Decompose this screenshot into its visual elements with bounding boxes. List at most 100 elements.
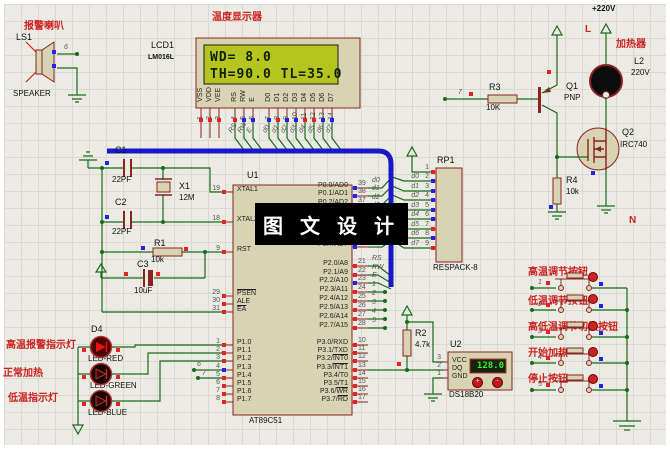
speaker-cone xyxy=(41,41,55,83)
r4-ref: R4 xyxy=(566,175,578,185)
mcu-pin-state xyxy=(353,264,357,268)
mcu-pin-number: 6 xyxy=(216,379,220,386)
lcd-part: LM016L xyxy=(148,54,175,61)
mcu-pin-name: P2.5/A13 xyxy=(319,304,348,311)
respack-net-label: d1 xyxy=(411,183,419,190)
button-actuator-5[interactable] xyxy=(588,374,598,384)
mcu-pin-name: P3.5/T1 xyxy=(323,380,348,387)
push-button-5[interactable] xyxy=(554,374,598,399)
state-square xyxy=(397,362,401,366)
c2-val: 22PF xyxy=(112,227,132,236)
sensor-pin-name: VCC xyxy=(452,357,467,364)
mcu-pin-number: 4 xyxy=(216,363,220,370)
r3-ref: R3 xyxy=(489,82,501,92)
junction-dot xyxy=(100,166,104,170)
state-square xyxy=(52,50,56,54)
mcu-net-label: d1 xyxy=(372,185,380,192)
mcu-pin-state xyxy=(222,190,226,194)
mcu-pin-number: 15 xyxy=(358,378,366,385)
lcd-pin-name: D7 xyxy=(328,92,336,102)
push-button-4[interactable] xyxy=(554,347,598,372)
mcu-pin-number: 28 xyxy=(358,320,366,327)
junction-dot xyxy=(443,97,447,101)
button-actuator-4[interactable] xyxy=(588,347,598,357)
led-group-ref: D4 xyxy=(91,324,103,334)
mcu-pin-state xyxy=(353,368,357,372)
mcu-pin-name: P1.2 xyxy=(237,355,252,362)
mcu-pin-state xyxy=(222,302,226,306)
mcu-pin-state xyxy=(353,245,357,249)
mcu-pin-name: P1.6 xyxy=(237,388,252,395)
mcu-pin-name: P3.0/RXD xyxy=(316,339,348,346)
mcu-pin-number: 13 xyxy=(358,362,366,369)
respack-pin-number: 2 xyxy=(425,173,429,180)
mcu-pin-state xyxy=(222,368,226,372)
power-arrow-r2 xyxy=(400,304,414,316)
button-actuator-2[interactable] xyxy=(588,294,598,304)
speaker-annotation: 报警喇叭 xyxy=(24,21,64,32)
sensor-decrement-button[interactable]: - xyxy=(492,377,503,388)
mcu-pin-name: P1.5 xyxy=(237,380,252,387)
lcd-pin-name: D2 xyxy=(283,92,291,102)
mcu-pin-state xyxy=(353,359,357,363)
lcd-pin-name: D1 xyxy=(274,92,282,102)
mcu-pin-number: 27 xyxy=(358,311,366,318)
mcu-pin-number: 39 xyxy=(358,180,366,187)
r3-val: 10K xyxy=(486,103,501,112)
mcu-net-label: E xyxy=(372,272,377,279)
mcu-pin-number: 2 xyxy=(216,346,220,353)
l2-ref: L2 xyxy=(634,56,645,66)
wire-p2-control xyxy=(368,265,392,329)
mcu-net-label: 1 xyxy=(372,281,376,288)
button-actuator-1[interactable] xyxy=(588,272,598,282)
sensor-increment-button[interactable]: + xyxy=(472,377,483,388)
r4-val: 10k xyxy=(566,187,579,196)
respack-pin-number: 8 xyxy=(425,230,429,237)
lcd-pin-state xyxy=(267,118,271,122)
junction-dot xyxy=(161,220,165,224)
led-indicator-label: 高温报警指示灯 xyxy=(6,340,76,351)
led-state xyxy=(116,402,120,406)
button-net-label: 3 xyxy=(538,328,542,335)
lcd-pin-state xyxy=(199,118,203,122)
push-button-1[interactable] xyxy=(554,272,598,297)
mcu-pin-state xyxy=(222,351,226,355)
mcu-pin-number: 31 xyxy=(212,305,220,312)
wire-speaker xyxy=(57,53,78,95)
mcu-pin-name: P3.6/WR xyxy=(319,388,348,395)
led-part-name: LED-GREEN xyxy=(90,381,137,390)
mcu-pin-state xyxy=(353,308,357,312)
push-button-2[interactable] xyxy=(554,294,598,319)
c1-ref: C1 xyxy=(115,145,127,155)
led-blue-icon xyxy=(89,389,113,418)
lcd-pin-name: RS xyxy=(231,92,239,102)
mcu-pin-number: 5 xyxy=(216,371,220,378)
lcd-pin-state xyxy=(242,118,246,122)
mcu-pin-number: 21 xyxy=(358,258,366,265)
mcu-pin-number: 24 xyxy=(358,284,366,291)
button-net-label: 5 xyxy=(538,381,542,388)
mcu-pin-number: 30 xyxy=(212,297,220,304)
net-label-speaker: 6 xyxy=(64,44,68,51)
respack-pin-state xyxy=(431,170,435,174)
lcd-pin-name: D0 xyxy=(265,92,273,102)
wire-respack-pullup xyxy=(411,156,431,173)
state-square xyxy=(52,64,56,68)
respack-net-label: d0 xyxy=(411,173,419,180)
respack-pin-number: 3 xyxy=(425,183,429,190)
sensor-pin-name: GND xyxy=(452,373,468,380)
respack-pin-state xyxy=(431,208,435,212)
mcu-pin-name: P2.2/A10 xyxy=(319,277,348,284)
mcu-pin-state xyxy=(222,250,226,254)
bjt-base-bar xyxy=(538,87,541,113)
button-actuator-3[interactable] xyxy=(588,321,598,331)
mcu-pin-state xyxy=(353,343,357,347)
button-net-label: 1 xyxy=(538,279,542,286)
mcu-pin-state xyxy=(353,326,357,330)
power-arrow-lamp xyxy=(599,22,613,34)
junction-dot xyxy=(203,250,207,254)
mcu-pin-number: 26 xyxy=(358,302,366,309)
mcu-net-label: 4 xyxy=(372,308,376,315)
